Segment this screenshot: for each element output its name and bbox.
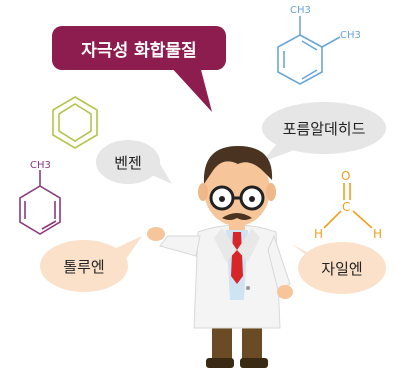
formaldehyde-c: C: [342, 200, 350, 214]
xylene-molecule: CH3 CH3: [277, 5, 361, 85]
xylene-bubble: 자일엔: [292, 242, 386, 294]
formaldehyde-h-right: H: [373, 227, 382, 241]
toluene-molecule: CH3: [19, 160, 61, 235]
formaldehyde-molecule: O C H H: [314, 169, 382, 241]
formaldehyde-bubble: 포름알데히드: [262, 102, 386, 162]
formaldehyde-h-left: H: [314, 227, 323, 241]
formaldehyde-o: O: [341, 169, 350, 183]
toluene-bubble: 톨루엔: [40, 236, 142, 292]
toluene-bubble-text: 톨루엔: [63, 258, 104, 276]
xylene-ch3-right: CH3: [340, 30, 361, 41]
title-speech-bubble: 자극성 화합물질: [52, 26, 226, 112]
formaldehyde-bubble-text: 포름알데히드: [283, 120, 366, 138]
benzene-bubble: 벤젠: [96, 140, 172, 184]
xylene-bubble-text: 자일엔: [321, 260, 362, 278]
scientist-character: [147, 146, 293, 368]
title-text: 자극성 화합물질: [81, 40, 196, 61]
benzene-bubble-text: 벤젠: [114, 154, 142, 172]
xylene-ch3-top: CH3: [290, 5, 311, 16]
benzene-molecule: [52, 96, 98, 149]
toluene-ch3-label: CH3: [30, 160, 51, 171]
